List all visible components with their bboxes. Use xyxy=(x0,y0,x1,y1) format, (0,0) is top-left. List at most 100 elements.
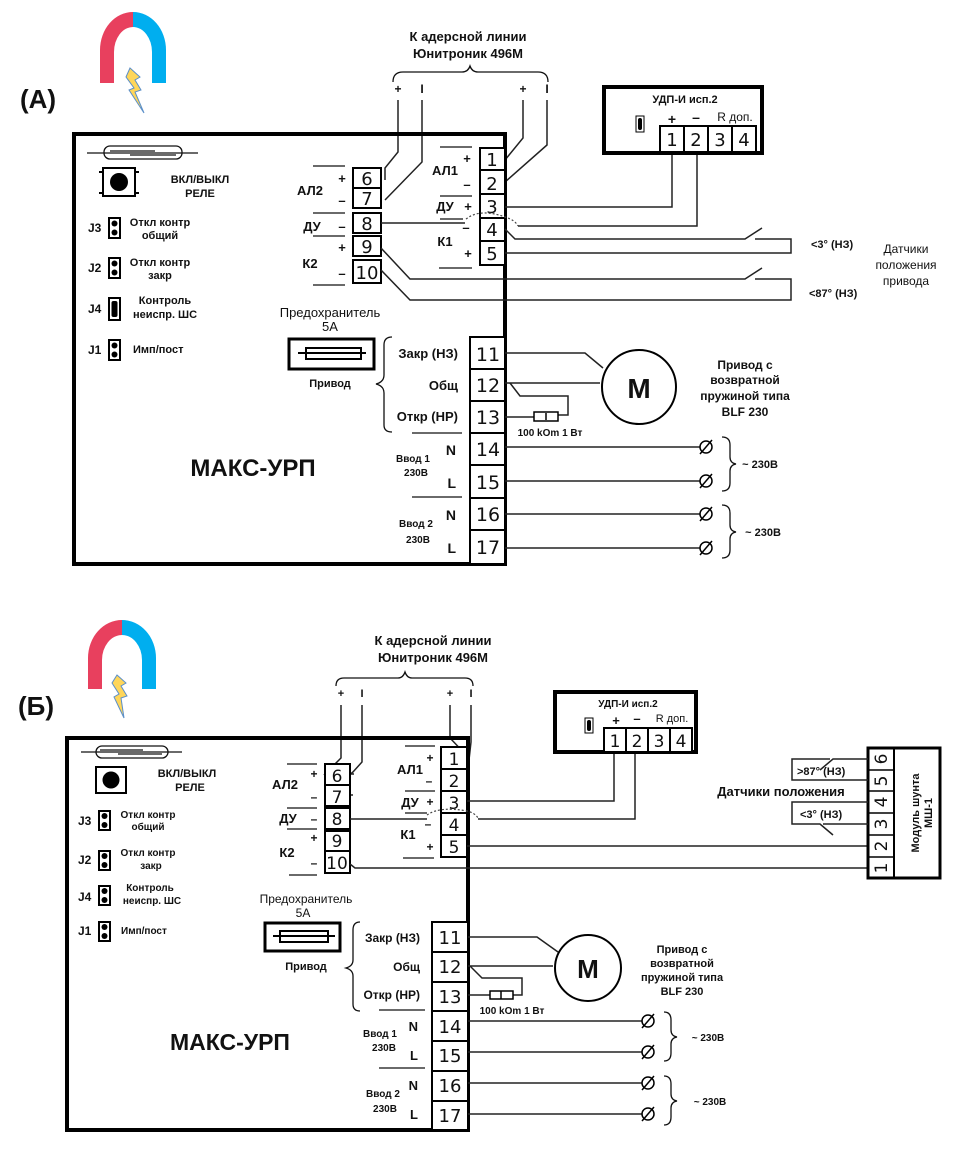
motor-label-1: Привод с xyxy=(717,358,773,372)
udp-module: УДП-И исп.2 + – R доп. 1 2 3 4 xyxy=(553,690,698,754)
sign: – xyxy=(426,774,433,788)
terminal-10: 10 xyxy=(326,854,348,874)
wire-resistor-loop xyxy=(509,382,569,416)
terminal-16: 16 xyxy=(476,504,500,526)
group-label-al2: АЛ2 xyxy=(297,183,323,198)
address-pin-plus-2: + xyxy=(519,82,526,96)
terminal-9: 9 xyxy=(361,237,372,258)
shunt-terminal-4: 4 xyxy=(872,797,892,808)
udp-plus: + xyxy=(668,111,676,127)
input2-label-1: Ввод 2 xyxy=(366,1089,400,1100)
wire-udp-minus xyxy=(672,147,698,227)
sign: + xyxy=(310,767,317,781)
terminal-label-close: Закр (НЗ) xyxy=(398,346,458,361)
jumper-j4[interactable]: J4 Контроль неиспр. ШС xyxy=(88,295,197,321)
relay-button[interactable] xyxy=(99,167,139,197)
sign: + xyxy=(426,840,433,854)
group-label-du: ДУ xyxy=(279,811,297,826)
shunt-terminal-6: 6 xyxy=(872,754,892,765)
jumper-j4[interactable]: J4 Контроль неиспр. ШС xyxy=(78,883,181,907)
jumper-j1[interactable]: J1 Имп/пост xyxy=(88,339,184,361)
jumper-label-1: Контроль xyxy=(126,883,174,894)
reed-switch-icon xyxy=(87,145,198,160)
terminal-7: 7 xyxy=(332,788,343,808)
jumper-label-2: неиспр. ШС xyxy=(133,309,197,321)
group-label-al1: АЛ1 xyxy=(397,762,423,777)
jumper-label-1: Откл контр xyxy=(121,848,176,859)
terminal-15: 15 xyxy=(439,1046,462,1067)
address-pin-plus-1: + xyxy=(338,688,344,700)
address-pin-i-1: I xyxy=(420,82,423,96)
sign: – xyxy=(338,219,345,234)
address-pin-plus-2: + xyxy=(447,688,453,700)
jumper-label-1: Откл контр xyxy=(130,257,191,269)
udp-module: УДП-И исп.2 + – R доп. 1 2 3 4 xyxy=(602,85,764,155)
terminal-block-right: 1 2 3 4 5 + – + – + АЛ1 ДУ К1 xyxy=(432,146,506,269)
sign: + xyxy=(464,199,472,214)
sign: + xyxy=(338,240,346,255)
jumper-j2[interactable]: J2 Откл контр закр xyxy=(88,257,191,282)
fuse-label-1: Предохранитель xyxy=(260,892,353,906)
udp-terminal-2: 2 xyxy=(690,130,701,151)
terminal-12: 12 xyxy=(439,957,462,978)
jumper-id: J4 xyxy=(78,890,92,904)
sign: – xyxy=(463,177,470,192)
terminal-screw-icon xyxy=(699,439,713,455)
mains-label-2: ~ 230В xyxy=(694,1097,727,1108)
mains-connections: ~ 230В ~ 230В xyxy=(505,436,781,559)
jumper-j3[interactable]: J3 Откл контр общий xyxy=(88,217,191,242)
sign: + xyxy=(464,246,472,261)
resistor-label: 100 kOm 1 Вт xyxy=(518,428,583,439)
address-line-brace xyxy=(392,63,549,83)
relay-button[interactable] xyxy=(95,766,127,794)
wire-udp-minus xyxy=(478,752,636,820)
device-name: МАКС-УРП xyxy=(190,455,315,482)
wire-al2-plus xyxy=(384,100,399,180)
sign: + xyxy=(310,831,317,845)
shunt-terminal-3: 3 xyxy=(872,819,892,830)
motor-icon xyxy=(601,349,677,425)
sign: – xyxy=(311,790,318,804)
diagram-b: (Б) К адерсной линии Юнитроник 496М + I … xyxy=(18,620,942,1132)
terminal-15: 15 xyxy=(476,472,500,494)
udp-plus: + xyxy=(612,713,620,728)
jumper-id: J2 xyxy=(78,853,92,867)
terminal-label-n1: N xyxy=(446,442,456,458)
resistor-label: 100 kOm 1 Вт xyxy=(480,1006,545,1017)
udp-r-label: R доп. xyxy=(656,713,689,725)
address-pin-i-2: I xyxy=(545,82,548,96)
motor-icon xyxy=(554,934,622,1002)
input1-label-2: 230В xyxy=(404,468,428,479)
jumper-id: J3 xyxy=(88,221,102,235)
shunt-title-1: Модуль шунта xyxy=(910,773,922,853)
drive-brace xyxy=(343,921,361,1012)
motor-symbol: M xyxy=(627,373,650,404)
fuse-icon xyxy=(287,337,376,371)
jumper-j1[interactable]: J1 Имп/пост xyxy=(78,921,167,942)
group-label-k1: К1 xyxy=(437,234,452,249)
sensors-title-1: Датчики xyxy=(884,242,929,256)
terminal-1: 1 xyxy=(486,150,497,171)
terminal-2: 2 xyxy=(486,174,497,195)
terminal-8: 8 xyxy=(361,214,372,235)
sign: + xyxy=(426,795,433,809)
shunt-terminal-5: 5 xyxy=(872,776,892,787)
jumper-id: J4 xyxy=(88,302,102,316)
group-label-al2: АЛ2 xyxy=(272,777,298,792)
jumper-label-1: Контроль xyxy=(139,295,192,307)
terminal-block-left: 6 7 8 9 10 + – – + – АЛ2 ДУ К2 xyxy=(297,165,382,286)
jumper-label-2: общий xyxy=(142,230,178,242)
wire-motor-close xyxy=(505,352,604,369)
fuse-label-1: Предохранитель xyxy=(280,305,381,320)
jumper-j2[interactable]: J2 Откл контр закр xyxy=(78,848,175,872)
udp-terminal-1: 1 xyxy=(666,130,677,151)
jumper-j3[interactable]: J3 Откл контр общий xyxy=(78,810,175,833)
jumper-label-2: общий xyxy=(131,821,164,833)
terminal-screw-icon xyxy=(641,1013,655,1029)
terminal-label-l2: L xyxy=(410,1107,418,1122)
terminal-13: 13 xyxy=(439,987,462,1008)
sign: + xyxy=(426,751,433,765)
sign: – xyxy=(425,817,432,831)
terminal-screw-icon xyxy=(699,473,713,489)
